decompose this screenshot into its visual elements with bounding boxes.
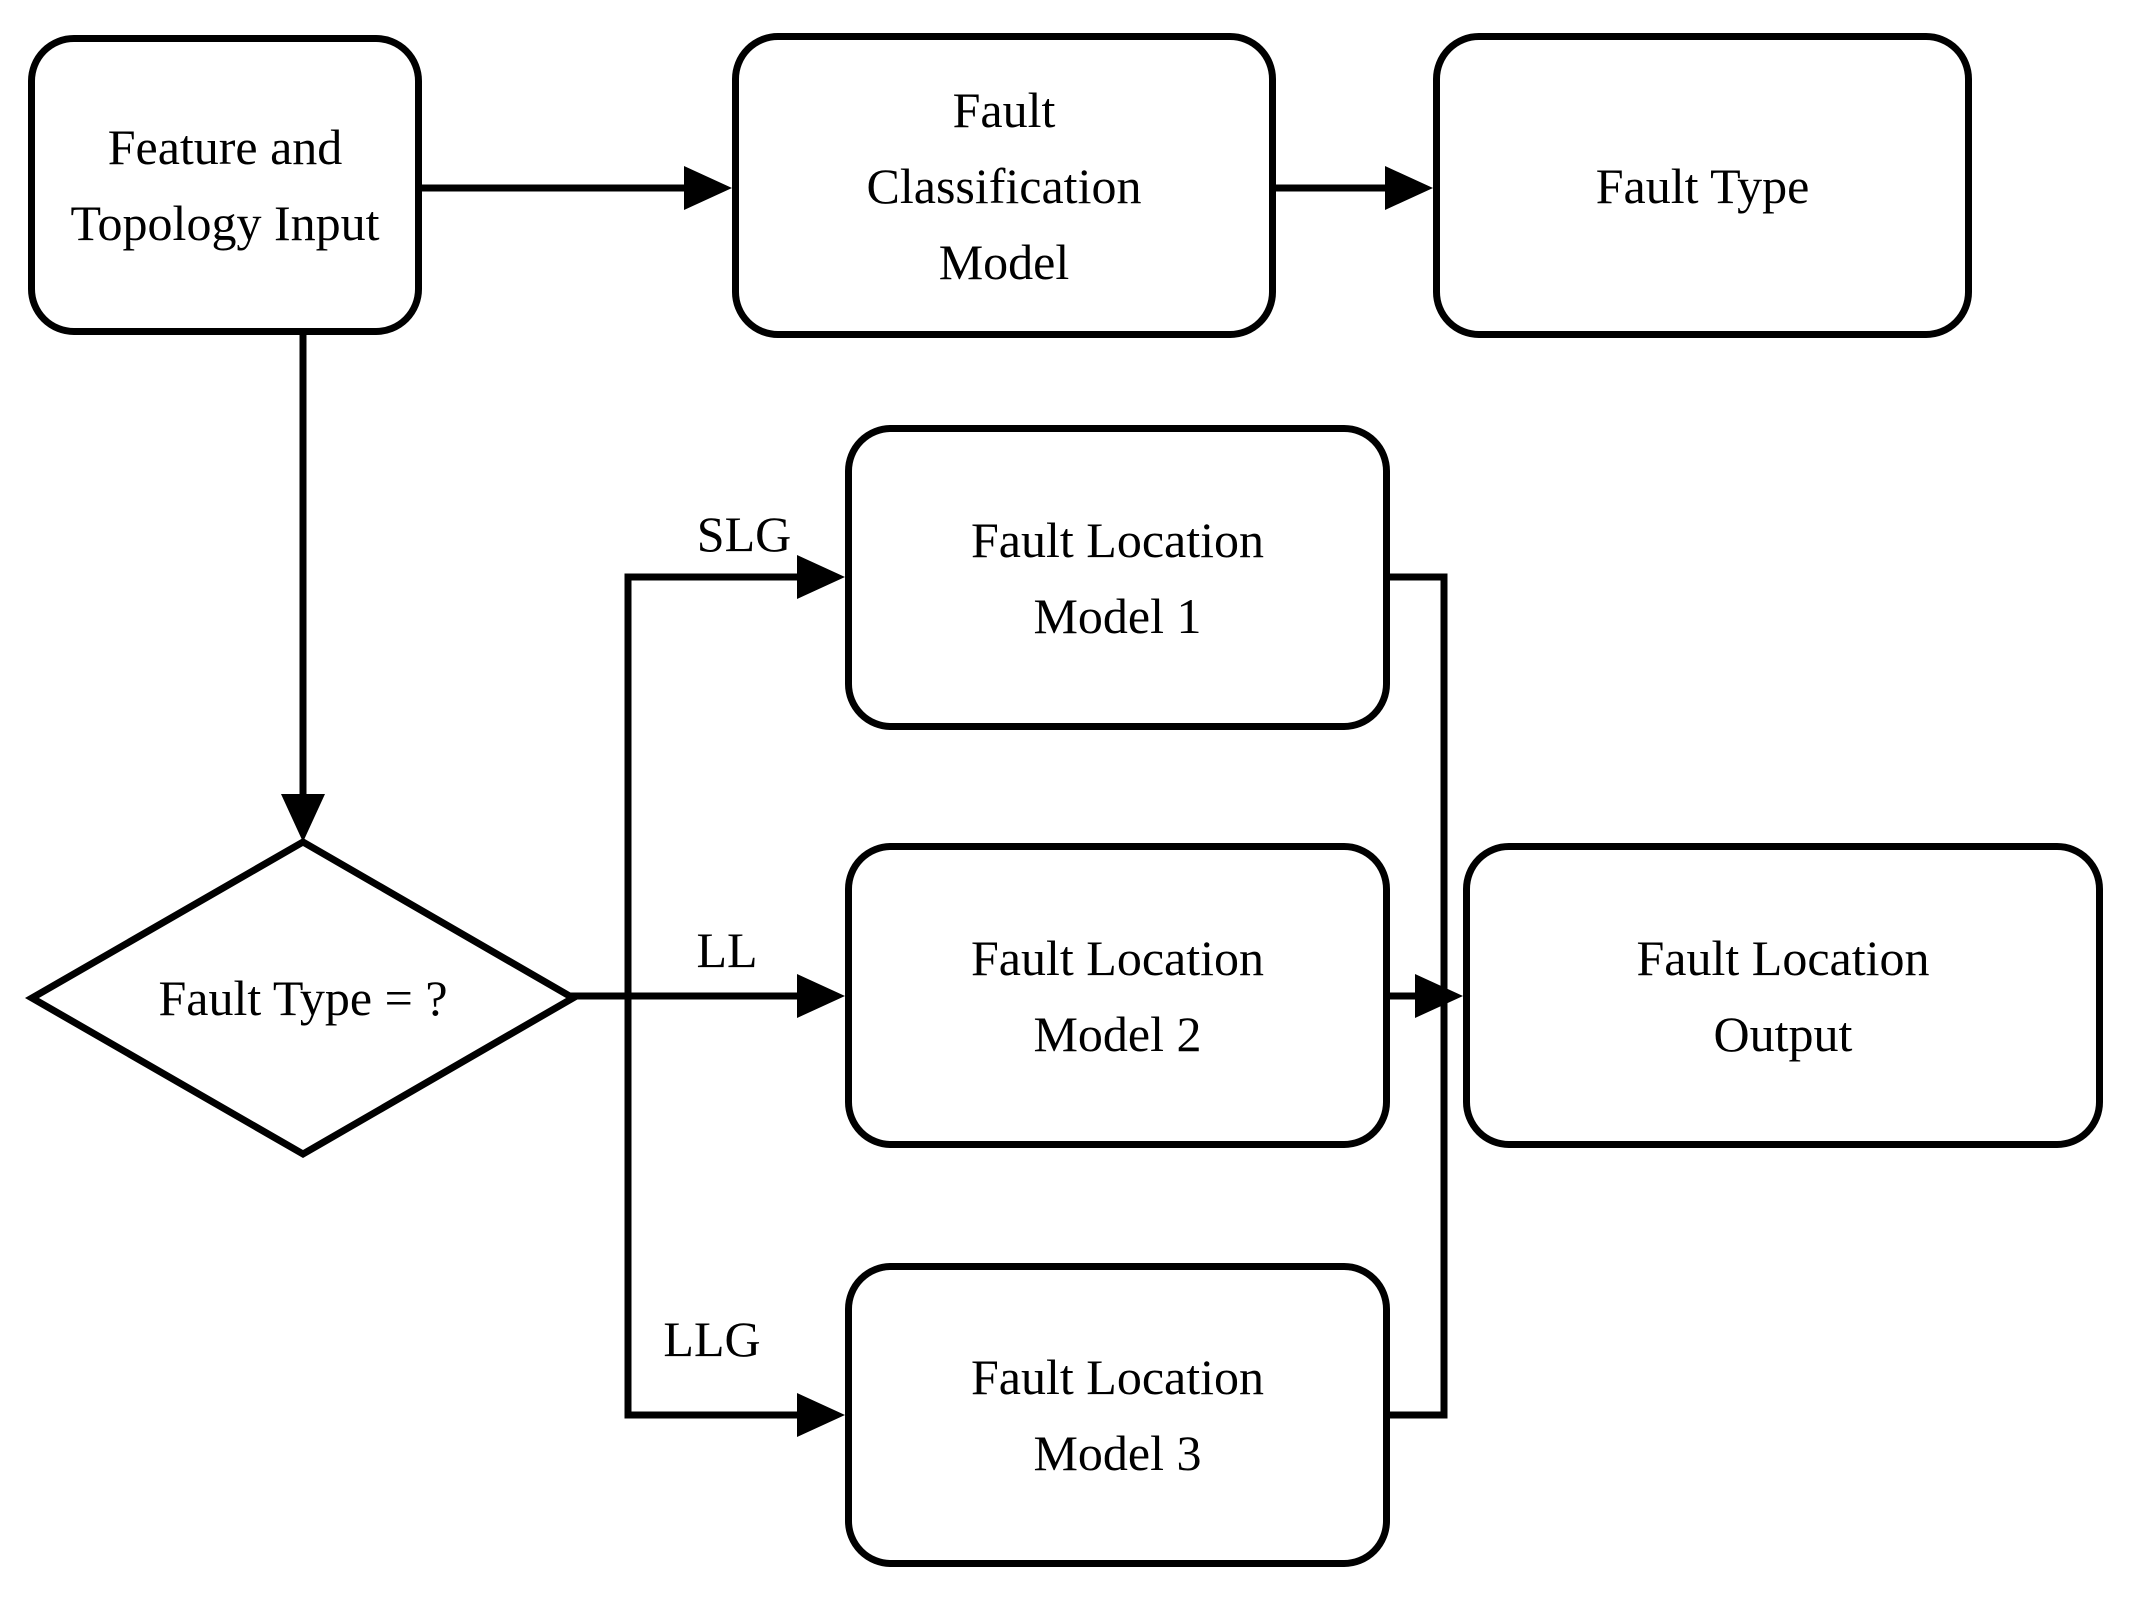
node-fault-type: Fault Type xyxy=(1433,33,1972,338)
edge-label-ll: LL xyxy=(696,922,758,978)
node-fault-location-model-3: Fault Location Model 3 xyxy=(845,1263,1390,1567)
arrowhead-ll xyxy=(797,974,845,1018)
node-fault-location-output: Fault Location Output xyxy=(1463,843,2103,1148)
node-fault-location-model-2: Fault Location Model 2 xyxy=(845,843,1390,1148)
node-fault-classification-model-label: Model xyxy=(938,233,1070,290)
arrowhead-llg xyxy=(797,1393,845,1437)
arrowhead-classification-to-faulttype xyxy=(1385,166,1433,210)
node-fault-location-model-1: Fault Location Model 1 xyxy=(845,425,1390,730)
node-fault-location-output-label: Output xyxy=(1713,1005,1853,1062)
node-fault-type-label: Fault Type xyxy=(1595,157,1810,214)
node-decision-shape xyxy=(24,837,580,1159)
edge-label-llg: LLG xyxy=(663,1311,761,1367)
node-fault-classification-model-label: Classification xyxy=(866,157,1142,214)
node-feature-input-label: Topology Input xyxy=(70,195,380,251)
node-fault-classification-model: Fault Classification Model xyxy=(732,33,1276,338)
node-fault-location-model-2-label: Fault Location xyxy=(971,929,1264,986)
node-fault-location-model-3-label: Fault Location xyxy=(971,1349,1264,1405)
node-fault-location-model-1-label: Fault Location xyxy=(971,511,1264,568)
node-feature-input: Feature and Topology Input xyxy=(28,35,422,335)
arrowhead-slg xyxy=(797,555,845,599)
node-fault-location-output-label: Fault Location xyxy=(1636,929,1930,986)
node-feature-input-label: Feature and xyxy=(107,119,343,175)
arrowhead-input-to-classification xyxy=(684,166,732,210)
arrowhead-output xyxy=(1415,974,1463,1018)
edge-label-slg: SLG xyxy=(696,506,792,562)
node-fault-location-model-2-label: Model 2 xyxy=(1033,1005,1202,1062)
arrowhead-input-to-decision xyxy=(281,794,325,842)
node-fault-classification-model-label: Fault xyxy=(952,81,1056,138)
node-fault-location-model-3-label: Model 3 xyxy=(1033,1425,1202,1481)
node-fault-location-model-1-label: Model 1 xyxy=(1033,587,1202,644)
node-decision-label: Fault Type = ? xyxy=(158,970,448,1026)
